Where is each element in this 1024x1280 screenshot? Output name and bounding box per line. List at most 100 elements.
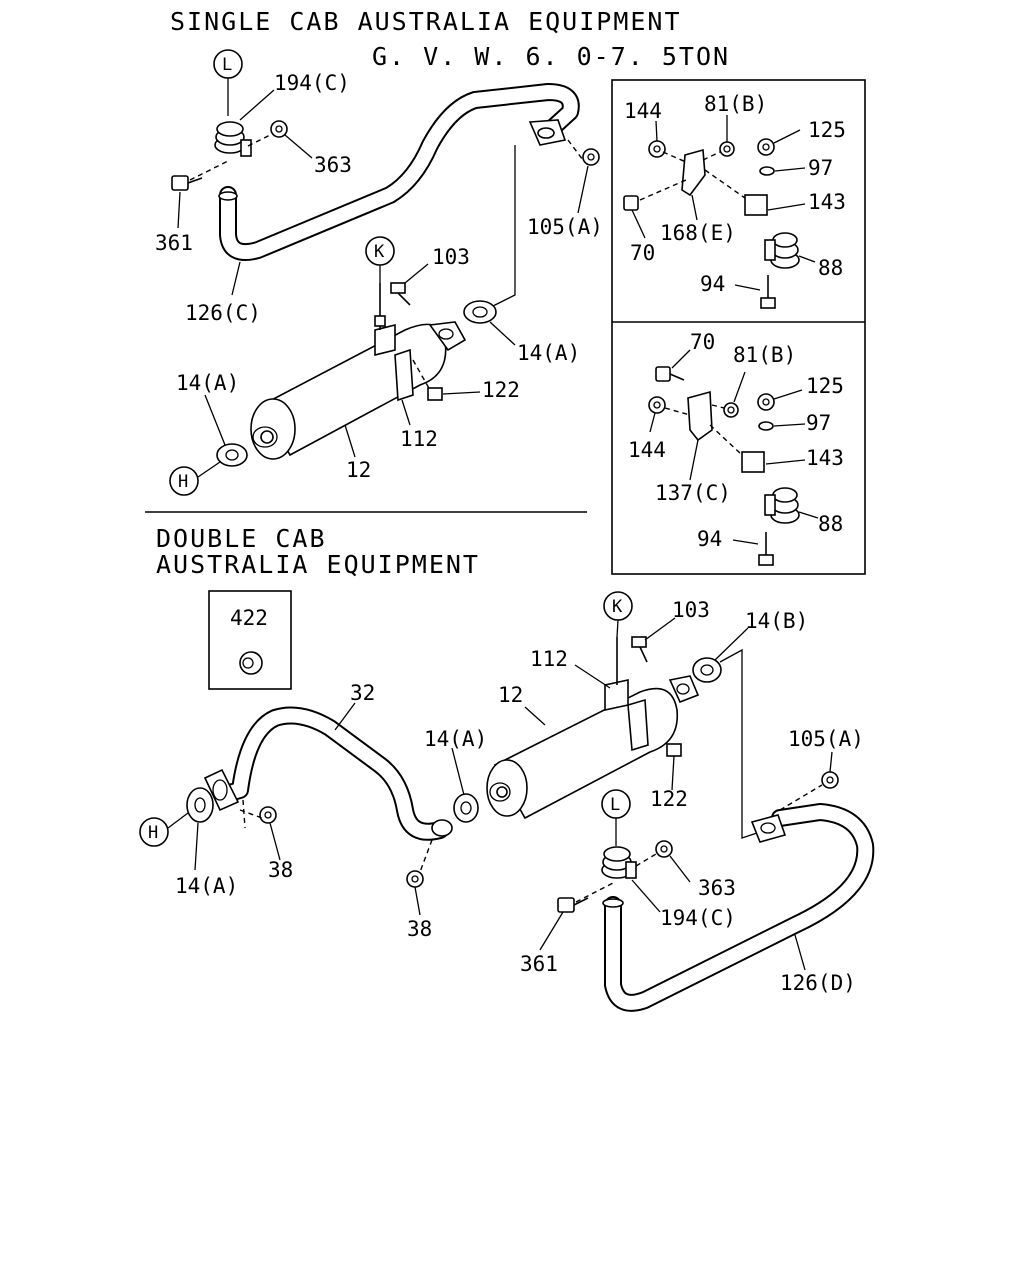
bolt-103 [631,636,648,663]
label-14a-mid: 14(A) [424,727,487,751]
label-12: 12 [498,683,523,707]
label-14a-left: 14(A) [175,874,238,898]
bolt-70 [655,366,685,382]
callout-circle-h [139,817,169,847]
nut-125 [757,138,775,156]
gasket-14a-left [186,787,214,823]
label-122: 122 [650,787,688,811]
front-pipe-flange [203,768,240,812]
inset-bottom-bracket-137c: 70 81(B) 125 97 144 143 137(C) 88 94 [628,330,844,566]
nut-122 [427,387,443,401]
nut-363 [655,840,673,858]
label-38-mid: 38 [407,917,432,941]
callout-l: L [222,55,232,75]
single-cab-title: SINGLE CAB AUSTRALIA EQUIPMENT [170,7,682,36]
nut-144 [648,140,666,158]
inset-top-label-94: 94 [700,272,725,296]
callout-circle-h [169,466,199,496]
label-112: 112 [400,427,438,451]
label-38-left: 38 [268,858,293,882]
label-194c: 194(C) [274,71,350,95]
tail-pipe-flange [750,814,787,843]
nut-144 [648,396,666,414]
washer-97 [758,421,774,431]
label-361: 361 [520,952,558,976]
callout-l: L [610,795,620,815]
washer-97 [759,166,775,176]
bracket-137c [687,390,713,442]
label-194c: 194(C) [660,906,736,930]
label-105a: 105(A) [788,727,864,751]
bracket-112 [604,679,649,752]
inset-top-label-81b: 81(B) [704,92,767,116]
inset-top-bracket-168e: 144 81(B) 125 97 143 70 168(E) 88 94 [623,92,846,309]
bracket-112 [374,323,414,402]
label-361: 361 [155,231,193,255]
label-126d: 126(D) [780,971,856,995]
label-14a-right: 14(A) [517,341,580,365]
gasket-14b [692,657,722,683]
clamp-194c [601,846,637,879]
connection-line [719,648,761,839]
inset-top-label-97: 97 [808,156,833,180]
clip-88 [764,232,800,269]
label-14b: 14(B) [745,609,808,633]
gasket-14a-left [216,443,248,467]
inset-bottom-label-88: 88 [818,512,843,536]
inset-frame [611,79,866,575]
inset-bottom-label-94: 94 [697,527,722,551]
label-103: 103 [672,598,710,622]
gasket-14a-right [463,300,497,324]
inset-top-label-144: 144 [624,99,662,123]
label-14a-left: 14(A) [176,371,239,395]
nut-122 [666,743,682,757]
part-box-422 [208,590,292,690]
clip-88 [764,487,800,524]
callout-k: K [612,597,623,617]
label-363: 363 [698,876,736,900]
fastener-guide [189,159,231,181]
label-363: 363 [314,153,352,177]
inset-bottom-label-137c: 137(C) [655,481,731,505]
nut-105a [821,771,839,789]
bolt-94 [758,532,774,566]
nut-81b [719,141,735,157]
cushion-143 [741,451,765,473]
cushion-143 [744,194,768,216]
label-12: 12 [346,458,371,482]
bracket-168e [681,148,706,197]
inset-top-label-168e: 168(E) [660,221,736,245]
bolt-103 [390,282,411,306]
inset-bottom-label-70: 70 [690,330,715,354]
single-cab-gvw-title: G. V. W. 6. 0-7. 5TON [372,42,730,71]
bolt-94 [760,275,776,309]
nut-125 [757,393,775,411]
bolt-361 [557,897,589,913]
inset-bottom-label-97: 97 [806,411,831,435]
label-105a: 105(A) [527,215,603,239]
connection-line [492,145,516,307]
nut-81b [723,402,739,418]
nut-363 [270,120,288,138]
inset-bottom-label-144: 144 [628,438,666,462]
label-112: 112 [530,647,568,671]
tail-pipe-end [218,191,238,201]
double-cab-assembly: 422 [139,590,875,1012]
inset-top-label-143: 143 [808,190,846,214]
nut-105a [582,148,600,166]
label-103: 103 [432,245,470,269]
label-122: 122 [482,378,520,402]
double-cab-title: DOUBLE CAB [156,524,327,553]
inset-bottom-label-81b: 81(B) [733,343,796,367]
label-126c: 126(C) [185,301,261,325]
gasket-14a-mid [453,793,479,823]
inset-top-label-70: 70 [630,241,655,265]
bolt-361 [171,175,203,191]
bolt-70 [623,195,639,211]
inset-top-label-125: 125 [808,118,846,142]
nut-38-mid [406,870,424,888]
tail-pipe-126c [219,83,580,262]
double-cab-subtitle: AUSTRALIA EQUIPMENT [156,550,480,579]
callout-k: K [374,242,385,262]
